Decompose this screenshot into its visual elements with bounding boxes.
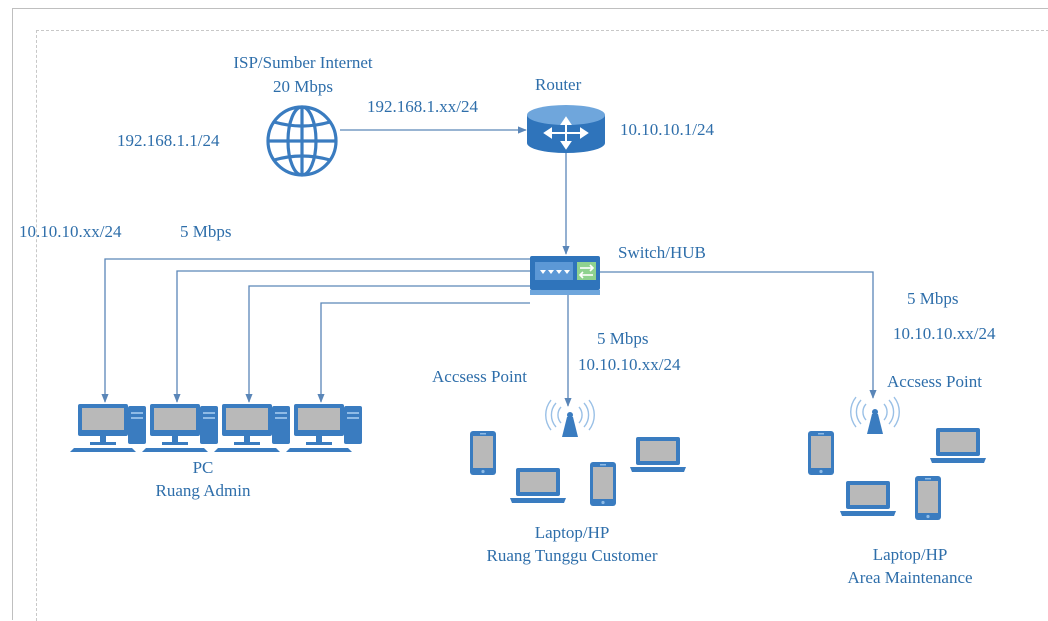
phone-icon [590,462,616,506]
switch-icon [530,256,600,295]
globe-icon [266,105,338,177]
customer-ap-label: Accsess Point [432,367,527,386]
connection-lines [101,126,877,407]
maintenance-room-label: Area Maintenance [847,568,973,587]
maintenance-ip-label: 10.10.10.xx/24 [893,324,996,343]
link-switch-pc-1 [101,258,530,403]
customer-room-label: Ruang Tunggu Customer [486,546,658,565]
wan-ip-label: 192.168.1.xx/24 [367,97,478,116]
link-switch-pc-4 [317,302,530,403]
isp-ip-label: 192.168.1.1/24 [117,131,220,150]
link-switch-ap-maintenance [600,271,877,399]
maintenance-device-title: Laptop/HP [872,545,948,564]
outer-frame-top [12,8,1048,9]
maintenance-ap-label: Accsess Point [887,372,982,391]
customer-device-title: Laptop/HP [534,523,610,542]
laptop-icon [510,468,566,503]
access-point-icon [545,399,595,438]
diagram-boundary [36,30,1048,621]
isp-name-label: ISP/Sumber Internet [233,53,373,72]
pc-group-room: Ruang Admin [155,481,251,500]
desktop-pc-icon [70,404,146,452]
switch-name-label: Switch/HUB [618,243,706,262]
desktop-pc-icon [142,404,218,452]
customer-speed-label: 5 Mbps [597,329,649,348]
outer-frame-left [12,8,13,620]
pc-link-ip-label: 10.10.10.xx/24 [19,222,122,241]
laptop-icon [930,428,986,463]
desktop-pc-icon [214,404,290,452]
phone-icon [808,431,834,475]
router-icon [527,105,605,153]
laptop-icon [840,481,896,516]
link-switch-pc-2 [173,270,530,403]
router-name-label: Router [535,75,582,94]
maintenance-speed-label: 5 Mbps [907,289,959,308]
router-ip-label: 10.10.10.1/24 [620,120,714,139]
link-switch-pc-3 [245,285,530,403]
pc-group-title: PC [192,458,214,477]
isp-speed-label: 20 Mbps [273,77,333,96]
laptop-icon [630,437,686,472]
access-point-icon [850,396,900,435]
customer-ip-label: 10.10.10.xx/24 [578,355,681,374]
phone-icon [915,476,941,520]
desktop-pc-icon [286,404,362,452]
phone-icon [470,431,496,475]
pc-link-speed-label: 5 Mbps [180,222,232,241]
